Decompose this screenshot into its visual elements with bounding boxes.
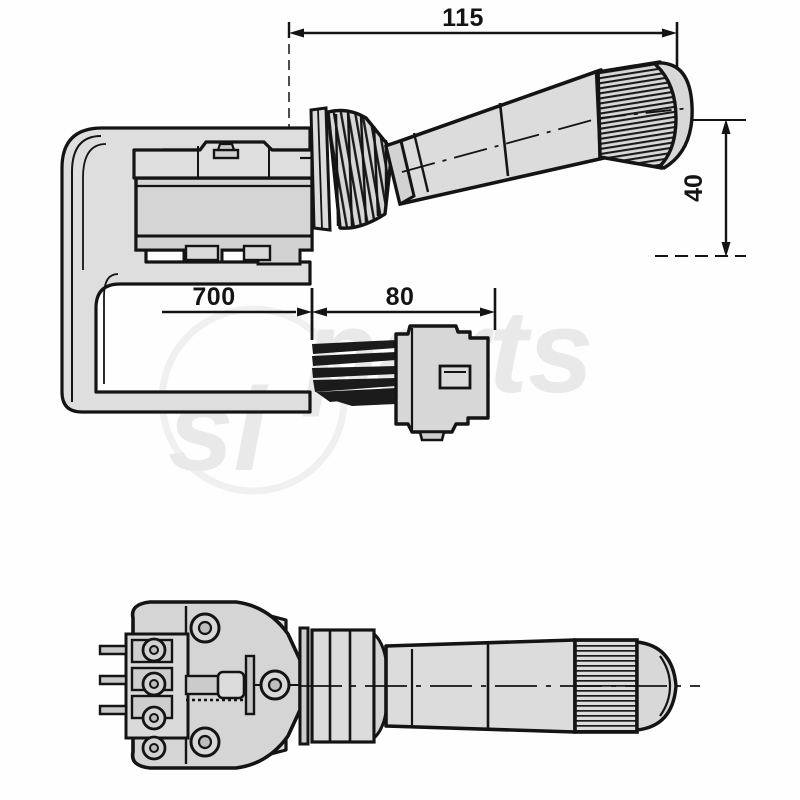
- stalk-centerline: [401, 117, 601, 173]
- housing-bottom-detail: [134, 234, 314, 266]
- dimension-700: 700: [162, 283, 312, 317]
- slider-block: [216, 670, 246, 700]
- stalk-collar: [384, 139, 416, 207]
- housing-bottom-lug-2: [242, 244, 272, 262]
- cable-inner-line-2: [82, 143, 107, 270]
- boot-body: [326, 108, 394, 230]
- dim-115-arrow-right: [662, 28, 677, 38]
- dim-80-label: 80: [386, 283, 415, 311]
- connector-plug: [394, 324, 490, 442]
- screw-right-head: [267, 677, 283, 693]
- switch-base: [98, 600, 302, 770]
- lever-stalk-bottom: [384, 638, 577, 734]
- slider-mechanism: [184, 654, 256, 716]
- connector-tab-bottom: [418, 430, 446, 442]
- dim-80-arrow-right: [480, 307, 495, 317]
- stalk-body: [384, 68, 606, 206]
- knob-b-cap-line: [659, 655, 672, 717]
- switch-housing-upper: [132, 140, 314, 180]
- dim-115-label: 115: [442, 4, 484, 32]
- cable-inner-line-1: [71, 135, 102, 402]
- dim-40-label: 40: [680, 174, 708, 202]
- stalk-seam-1: [412, 132, 430, 193]
- terminal-pin-2: [98, 674, 128, 686]
- housing-bottom-lug-1: [184, 244, 220, 262]
- dim-700-label: 700: [192, 283, 235, 311]
- screw-left-1-head: [149, 645, 159, 655]
- housing-lug: [216, 142, 236, 152]
- wire-2: [312, 352, 396, 366]
- wire-4: [313, 378, 396, 392]
- switch-body: [132, 140, 314, 266]
- knurled-knob: [596, 60, 694, 170]
- housing-boss: [212, 148, 240, 160]
- boot-fold-1: [334, 113, 340, 227]
- terminal-pin-3: [98, 704, 128, 716]
- dim-40-arrow-top: [721, 119, 731, 134]
- slider-post: [244, 654, 256, 716]
- screw-bottom-head: [197, 734, 213, 750]
- boot-fold-4: [372, 125, 380, 217]
- flange-seam: [317, 108, 323, 230]
- view-side: 115 40: [60, 4, 746, 442]
- dim-115-arrow-left: [289, 28, 304, 38]
- wire-6: [326, 396, 396, 406]
- screw-left-4-head: [149, 743, 159, 753]
- screw-top-head: [197, 620, 213, 636]
- boot-fold-3: [359, 115, 368, 223]
- dim-40-arrow-bottom: [721, 242, 731, 257]
- dimension-80: 80: [310, 283, 497, 340]
- rubber-boot: [326, 108, 394, 230]
- terminal-pin-1: [98, 644, 128, 656]
- wire-3: [312, 366, 396, 378]
- screw-left-2-head: [149, 679, 159, 689]
- stalk-seam-2: [498, 102, 510, 177]
- knob-centerline: [599, 107, 691, 119]
- view-bottom: [98, 600, 700, 770]
- terminal-pins: [98, 644, 128, 716]
- cable-inner-line-3: [103, 273, 119, 384]
- wire-fan: [312, 340, 396, 406]
- boot-fold-2: [346, 111, 354, 227]
- wire-1: [312, 340, 396, 354]
- dim-700-arrow-right: [297, 307, 312, 317]
- lever-stalk: [384, 68, 606, 207]
- dim-80-arrow-left: [312, 307, 327, 317]
- knob-cap: [654, 61, 694, 170]
- connector-latch: [438, 364, 472, 390]
- watermark-text-si: si: [168, 364, 269, 496]
- mount-screws: [141, 612, 291, 761]
- screw-left-3-head: [149, 713, 159, 723]
- boot-flange: [309, 106, 332, 232]
